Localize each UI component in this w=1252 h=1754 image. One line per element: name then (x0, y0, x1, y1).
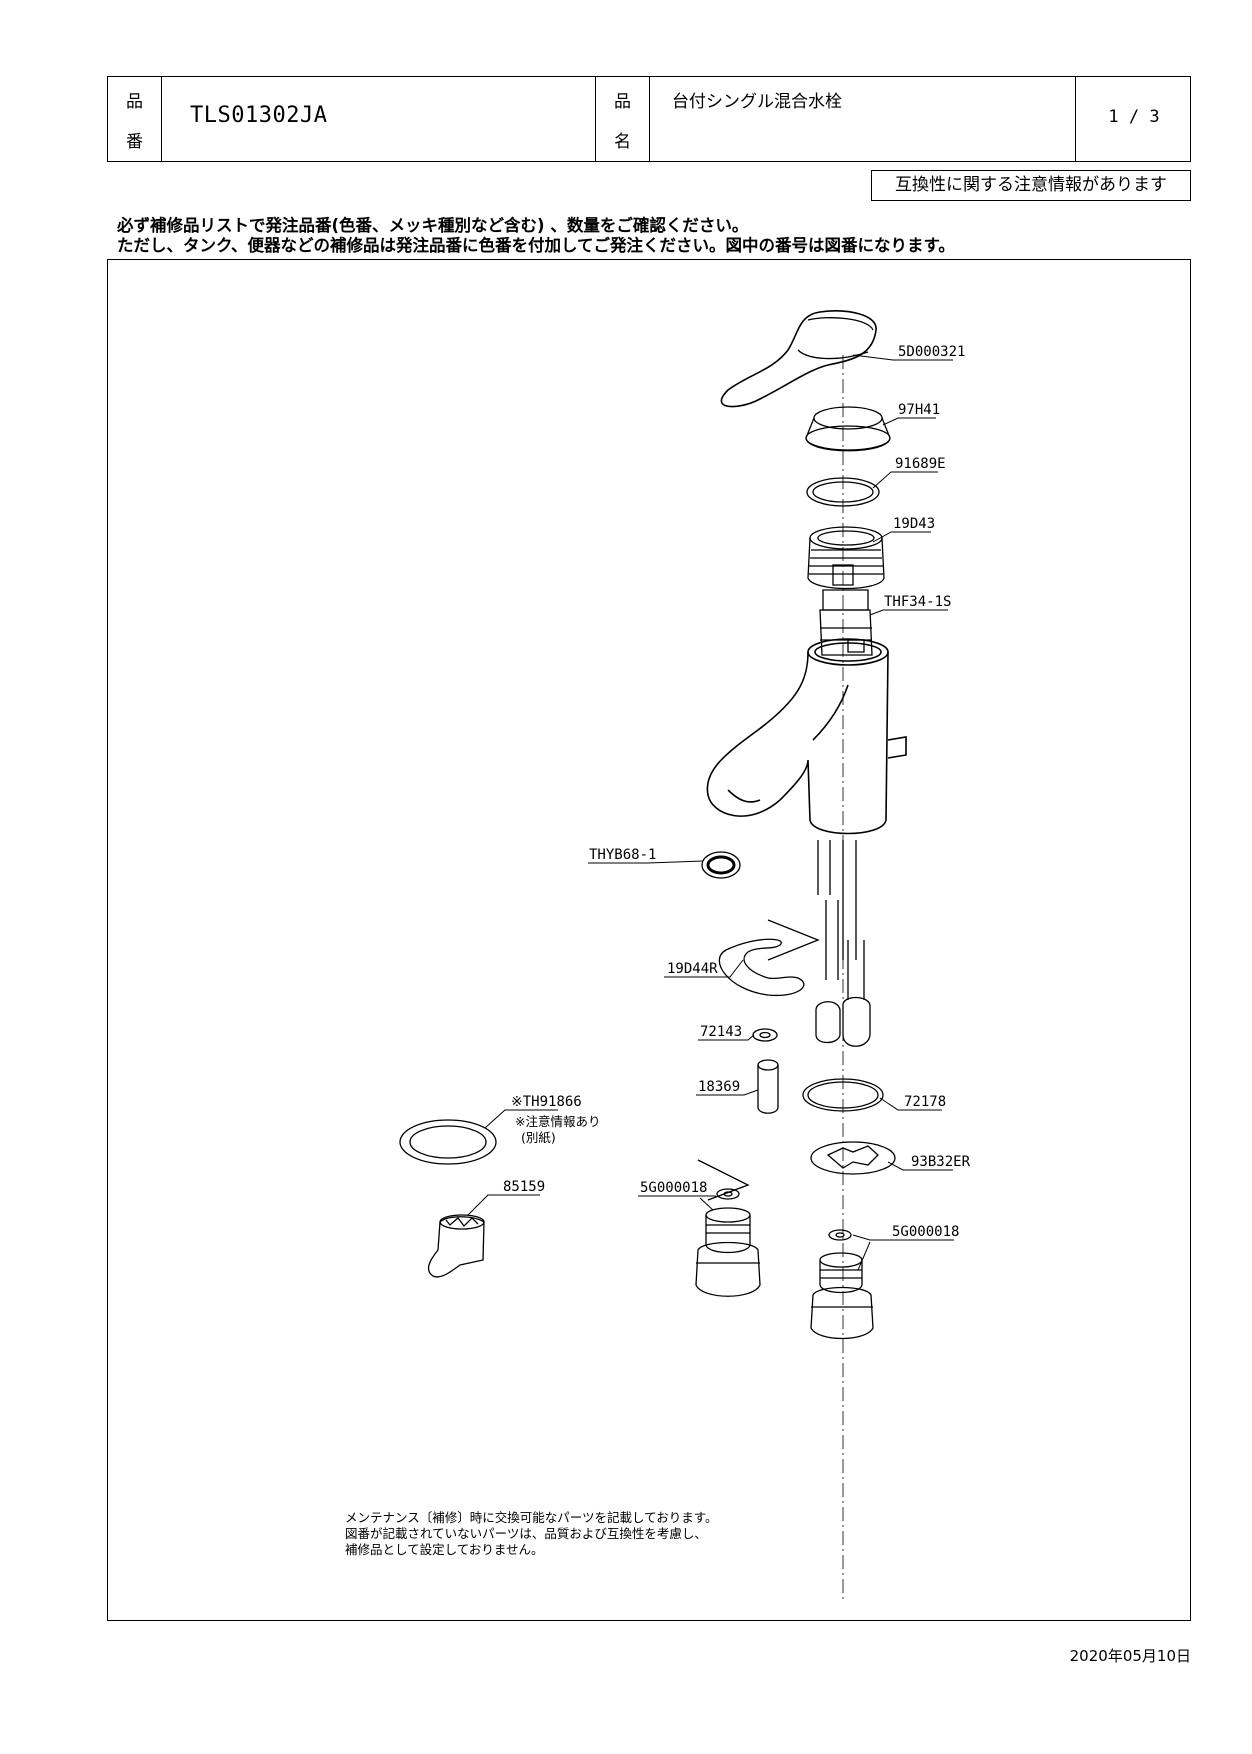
instruction-line-1: 必ず補修品リストで発注品番(色番、メッキ種別など含む) 、数量をご確認ください。 (117, 216, 749, 235)
part-name: 台付シングル混合水栓 (672, 92, 842, 112)
part-name-cell: 台付シングル混合水栓 (650, 77, 1076, 161)
plate-drawing (810, 1141, 896, 1175)
title-block: 品 番 TLS01302JA 品 名 台付シングル混合水栓 1 / 3 (107, 76, 1191, 162)
footnote-line-2: 図番が記載されていないパーツは、品質および互換性を考慮し、 (345, 1526, 707, 1541)
gasket-drawing (399, 1119, 497, 1165)
page-cell: 1 / 3 (1076, 77, 1192, 161)
exploded-diagram: 5D000321 97H41 91689E 19D43 THF34-1S THY… (107, 259, 1191, 1621)
part-number: TLS01302JA (190, 103, 328, 128)
part-number-cell: TLS01302JA (162, 77, 596, 161)
part-number-label-bottom: 番 (126, 132, 143, 152)
compatibility-notice: 互換性に関する注意情報があります (871, 170, 1191, 201)
issue-date: 2020年05月10日 (1069, 1647, 1191, 1665)
instruction-line-2: ただし、タンク、便器などの補修品は発注品番に色番を付加してご発注ください。図中の… (117, 236, 955, 255)
part-name-label-cell: 品 名 (596, 77, 650, 161)
valve-right-drawing (810, 1229, 874, 1340)
part-name-label-bottom: 名 (614, 132, 631, 152)
packing-drawing (802, 1078, 884, 1112)
small-washer-drawing (752, 1028, 778, 1042)
valve-left-drawing (695, 1159, 761, 1297)
footnote-line-3: 補修品として設定しておりません。 (345, 1542, 544, 1557)
part-number-label-cell: 品 番 (108, 77, 162, 161)
c-washer-drawing (718, 919, 820, 997)
footnote-line-1: メンテナンス〔補修〕時に交換可能なパーツを記載しております。 (345, 1510, 718, 1525)
hoses-drawing (815, 840, 871, 1047)
o-ring-drawing (806, 477, 880, 507)
diagram-drawing (399, 310, 954, 1600)
page-number: 1 / 3 (1108, 107, 1160, 127)
handle-drawing (720, 310, 877, 408)
part-name-label-top: 品 (614, 92, 631, 112)
sleeve-drawing (757, 1059, 779, 1114)
leader-lines (467, 354, 954, 1271)
nut-drawing (807, 526, 885, 590)
faucet-body-drawing (706, 638, 907, 835)
aerator-drawing (701, 851, 741, 879)
part-number-label-top: 品 (126, 92, 143, 112)
wrench-drawing (427, 1214, 485, 1278)
cover-drawing (805, 406, 891, 452)
maintenance-footnote: メンテナンス〔補修〕時に交換可能なパーツを記載しております。 図番が記載されてい… (345, 1510, 718, 1558)
